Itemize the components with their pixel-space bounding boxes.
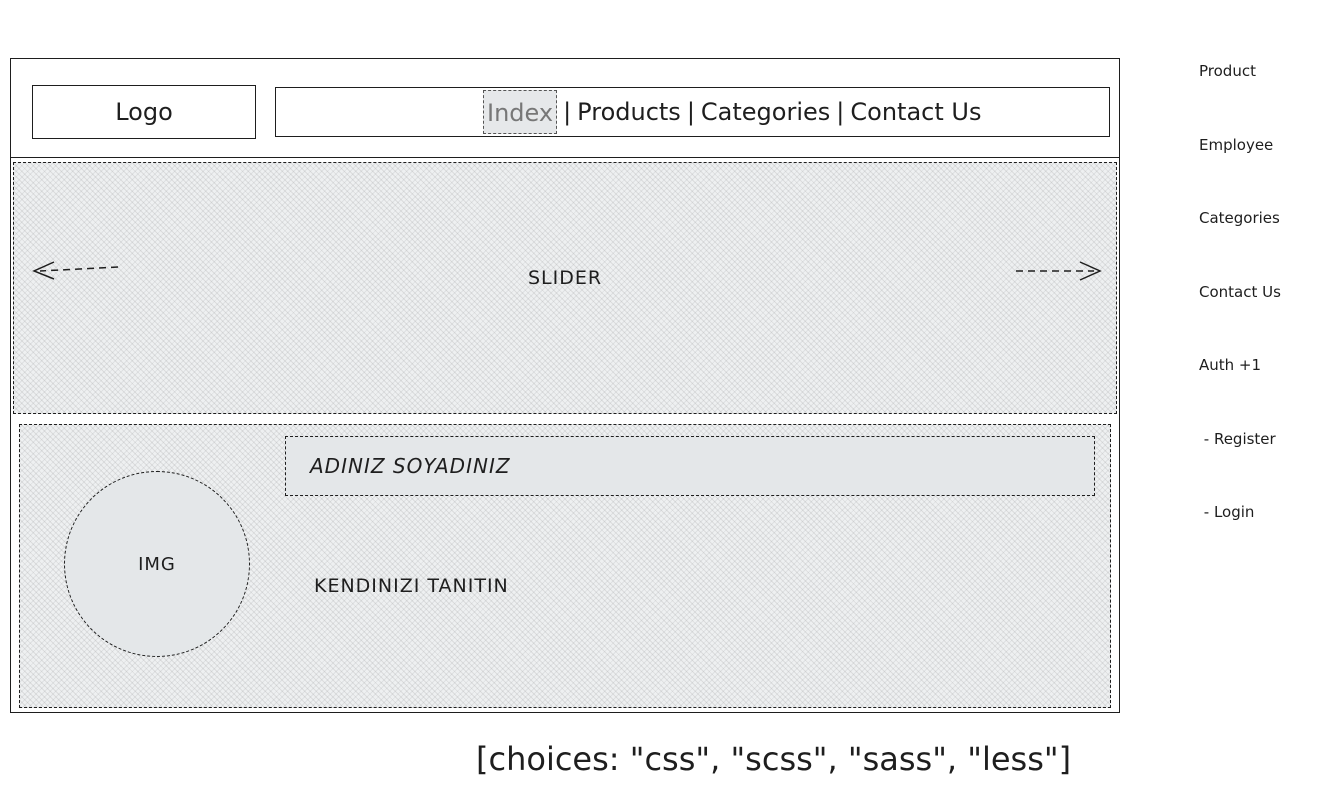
logo-text: Logo — [115, 98, 173, 126]
nav-link-products[interactable]: Products — [577, 98, 681, 126]
nav-separator: | — [686, 98, 695, 126]
side-menu-item-contact-us[interactable]: Contact Us — [1199, 282, 1281, 301]
profile-name: ADINIZ SOYADINIZ — [285, 436, 1095, 496]
side-menu-item-categories[interactable]: Categories — [1199, 209, 1280, 227]
profile-image: IMG — [64, 471, 250, 657]
nav-link-contact-us[interactable]: Contact Us — [850, 98, 982, 126]
slider-label: SLIDER — [527, 267, 603, 289]
choices-note: [choices: "css", "scss", "sass", "less"] — [476, 740, 1072, 778]
nav-link-categories[interactable]: Categories — [700, 98, 831, 126]
image-placeholder-label: IMG — [138, 553, 176, 575]
page-frame — [10, 58, 1120, 713]
nav-separator: | — [836, 98, 845, 126]
logo[interactable]: Logo — [32, 85, 256, 139]
side-menu-item-login[interactable]: - Login — [1199, 503, 1255, 521]
side-menu-item-auth[interactable]: Auth +1 — [1199, 356, 1262, 374]
arrow-left-icon[interactable] — [30, 259, 120, 283]
nav-bar — [275, 87, 1110, 137]
site-header — [10, 58, 1120, 158]
nav-separator: | — [563, 98, 572, 126]
side-menu-item-product[interactable]: Product — [1199, 62, 1256, 80]
side-menu: Product Employee Categories Contact Us A… — [1199, 10, 1281, 549]
profile-intro: KENDINIZI TANITIN — [314, 575, 509, 597]
arrow-right-icon[interactable] — [1014, 259, 1104, 283]
nav-links: Index | Products | Categories | Contact … — [483, 87, 981, 137]
nav-link-index[interactable]: Index — [483, 90, 558, 134]
profile-section: IMG ADINIZ SOYADINIZ KENDINIZI TANITIN — [19, 424, 1111, 708]
side-menu-item-employee[interactable]: Employee — [1199, 135, 1274, 154]
side-menu-item-register[interactable]: - Register — [1199, 429, 1276, 448]
slider[interactable]: SLIDER — [13, 162, 1117, 414]
